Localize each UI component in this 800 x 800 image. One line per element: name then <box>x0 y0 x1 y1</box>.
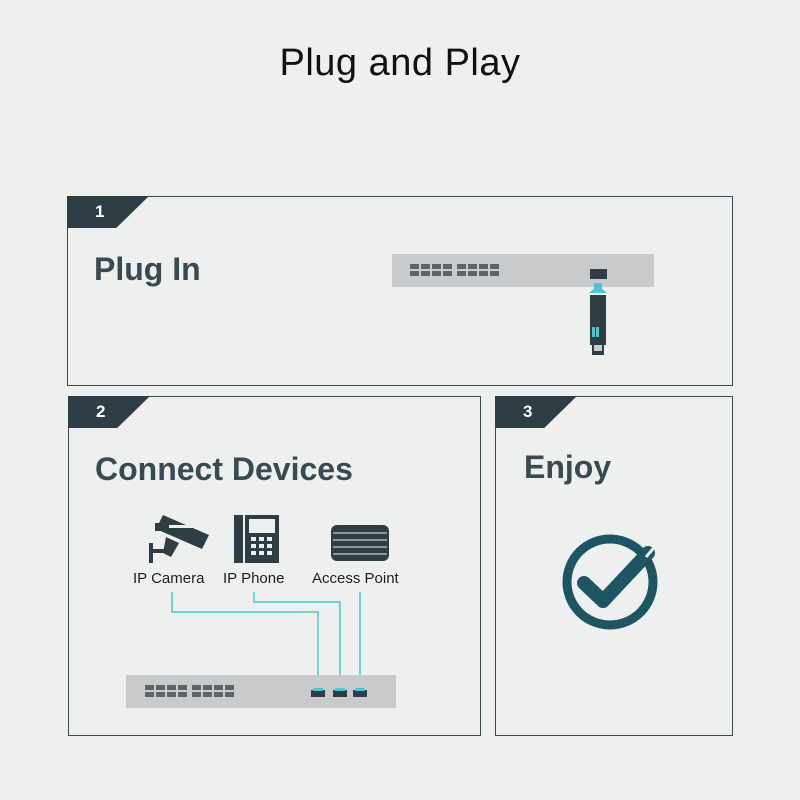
switch-icon <box>126 675 396 708</box>
ip-phone-label: IP Phone <box>223 570 285 587</box>
ip-phone-icon <box>234 515 279 563</box>
step-1-heading: Plug In <box>94 251 201 287</box>
plug-in-illustration <box>392 254 654 355</box>
step-3-panel: 3 Enjoy <box>495 396 733 736</box>
step-1-panel: 1 Plug In <box>67 196 733 386</box>
connect-devices-illustration <box>126 515 396 708</box>
cable-lines <box>171 592 361 688</box>
step-2-panel: 2 Connect Devices IP Camera IP Phone Acc… <box>68 396 481 736</box>
ip-camera-label: IP Camera <box>133 570 205 587</box>
checkmark-circle-icon <box>562 534 660 630</box>
ip-camera-icon <box>149 515 209 563</box>
access-point-icon <box>331 525 389 561</box>
switch-icon <box>392 254 654 287</box>
enjoy-illustration <box>562 534 660 630</box>
access-point-label: Access Point <box>312 570 399 587</box>
sfp-module-icon <box>589 283 607 355</box>
step-2-heading: Connect Devices <box>95 451 353 487</box>
page-title: Plug and Play <box>279 42 521 84</box>
step-3-heading: Enjoy <box>524 449 612 485</box>
